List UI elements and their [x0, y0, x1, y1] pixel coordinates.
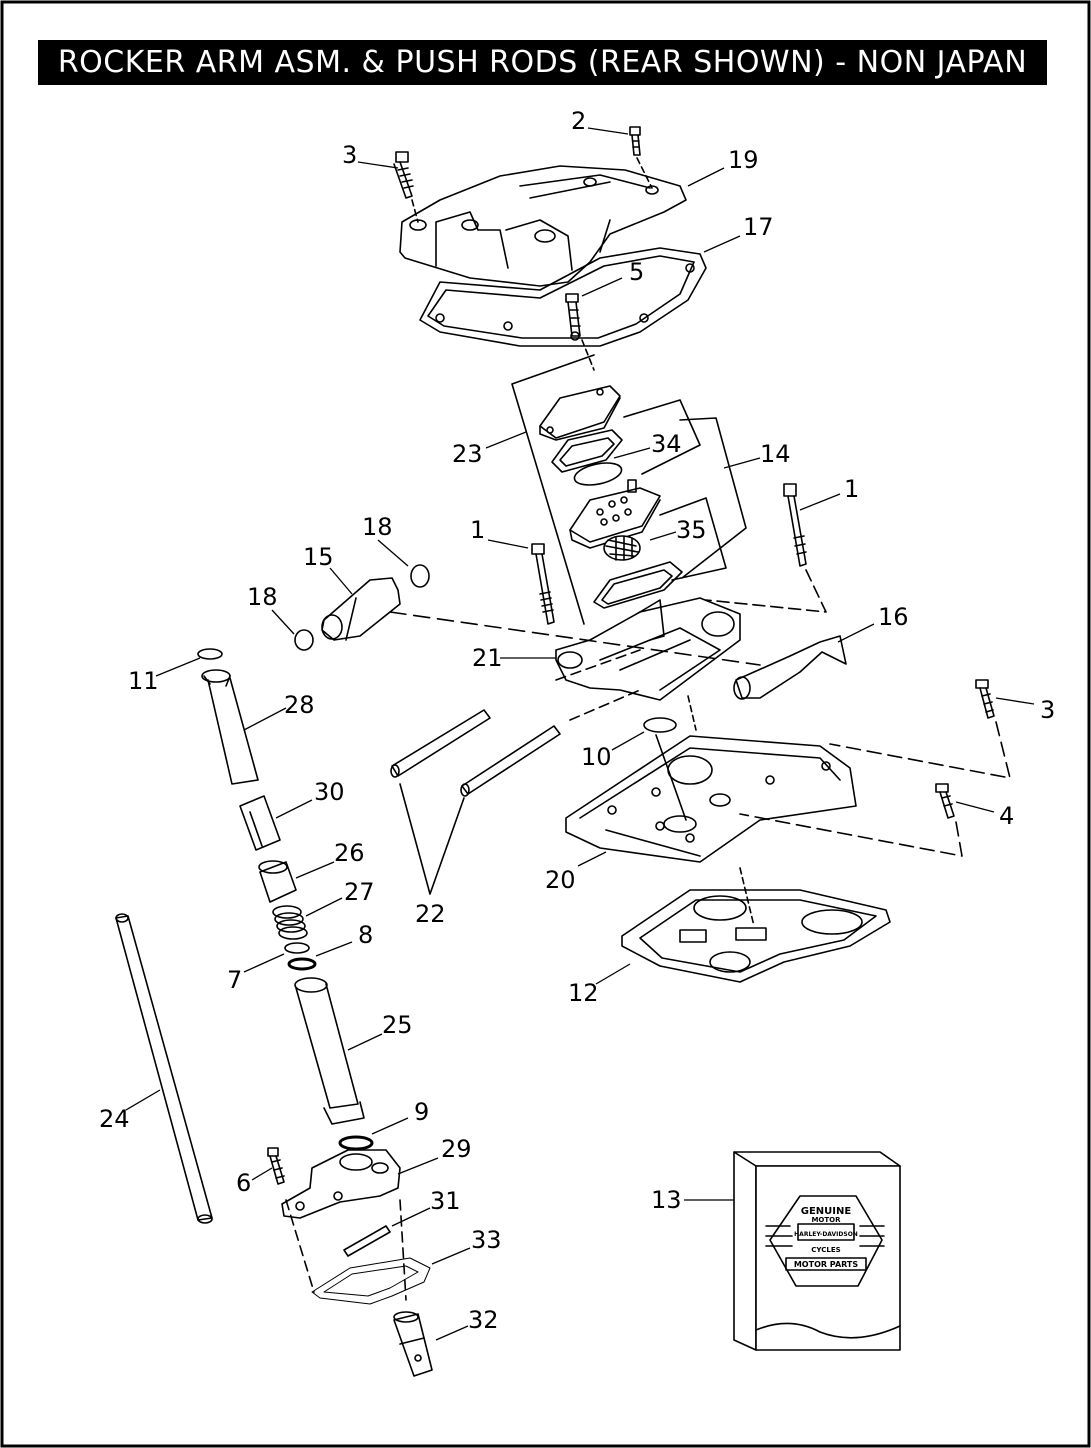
callout-label-27: 27 — [344, 878, 375, 906]
breather-body-part — [569, 479, 661, 549]
push-rod-cover-28-part — [201, 669, 259, 785]
push-rod-cover-25-part — [294, 977, 365, 1125]
breather-gasket-part — [551, 429, 623, 473]
callout-label-3-right: 3 — [1040, 696, 1055, 724]
o-ring-10-part — [643, 717, 677, 733]
callout-label-9: 9 — [414, 1098, 429, 1126]
callout-label-28: 28 — [284, 691, 315, 719]
callout-label-30: 30 — [314, 778, 345, 806]
gasket-33-part — [311, 1257, 431, 1305]
o-ring-34-part — [573, 462, 623, 486]
push-rods-22-part — [390, 709, 561, 797]
callout-label-1-middle: 1 — [470, 516, 485, 544]
callout-label-31: 31 — [430, 1187, 461, 1215]
leader-lines — [125, 127, 1035, 1341]
breather-assembly-bracket — [511, 354, 595, 625]
callout-label-23: 23 — [452, 440, 483, 468]
callout-label-32: 32 — [468, 1306, 499, 1334]
callout-label-35: 35 — [676, 516, 707, 544]
bolt-3-top-part — [393, 151, 414, 199]
screw-6-part — [267, 1147, 285, 1185]
callout-label-33: 33 — [471, 1226, 502, 1254]
rocker-housing-gasket-part — [621, 889, 891, 983]
bolt-5-part — [565, 293, 581, 337]
logo-harley-text: HARLEY-DAVIDSON — [794, 1231, 858, 1238]
callout-label-19: 19 — [728, 146, 759, 174]
callout-label-6: 6 — [236, 1169, 251, 1197]
callout-label-7: 7 — [227, 966, 242, 994]
bolt-1-right-part — [783, 483, 807, 567]
bolt-2-part — [629, 126, 641, 156]
filter-35-part — [603, 535, 641, 561]
callout-label-15: 15 — [303, 543, 334, 571]
bolt-1-middle-part — [531, 543, 555, 625]
lower-breather-gasket-part — [593, 561, 683, 609]
callout-label-29: 29 — [441, 1135, 472, 1163]
logo-cycles-text: CYCLES — [811, 1246, 840, 1254]
callout-label-2: 2 — [571, 107, 586, 135]
callout-label-4: 4 — [999, 802, 1014, 830]
breather-kit-bracket — [623, 399, 747, 581]
bushing-18-left-part — [294, 629, 314, 651]
callout-label-13: 13 — [651, 1186, 682, 1214]
rocker-cover-part — [399, 165, 687, 287]
callout-label-3-top: 3 — [342, 141, 357, 169]
o-ring-9-part — [338, 1135, 374, 1151]
pin-31-part — [343, 1225, 391, 1257]
rocker-support-part — [555, 597, 741, 701]
tappet-32-part — [393, 1311, 433, 1377]
callout-label-25: 25 — [382, 1011, 413, 1039]
bolt-3-right-part — [975, 679, 995, 719]
logo-genuine-text: GENUINE — [801, 1206, 852, 1217]
washer-7-part — [284, 942, 310, 954]
callout-label-14: 14 — [760, 440, 791, 468]
callout-label-16: 16 — [878, 603, 909, 631]
callout-label-8: 8 — [358, 921, 373, 949]
title-bar: ROCKER ARM ASM. & PUSH RODS (REAR SHOWN)… — [38, 40, 1047, 85]
spring-27-part — [272, 905, 308, 940]
callout-label-18-left: 18 — [247, 583, 278, 611]
rocker-arm-16-part — [733, 635, 847, 700]
tappet-cuff-29-part — [281, 1149, 401, 1219]
callout-label-18-top: 18 — [362, 513, 393, 541]
bushing-18-right-part — [410, 564, 430, 588]
gasket-kit-box — [733, 1151, 901, 1351]
breather-cover-part — [539, 385, 621, 441]
push-rod-24-part — [115, 913, 213, 1224]
cover-gasket-part — [419, 247, 707, 347]
callout-label-20: 20 — [545, 866, 576, 894]
callout-label-12: 12 — [568, 979, 599, 1007]
callout-label-21: 21 — [472, 644, 503, 672]
logo-motor-text: MOTOR — [811, 1216, 841, 1224]
callout-label-5: 5 — [629, 258, 644, 286]
callout-22-leaders — [399, 783, 465, 895]
callout-label-26: 26 — [334, 839, 365, 867]
cover-30-part — [239, 795, 281, 851]
o-ring-8-part — [287, 957, 317, 971]
bolt-4-part — [935, 783, 955, 819]
o-ring-11-part — [197, 648, 223, 660]
page-title: ROCKER ARM ASM. & PUSH RODS (REAR SHOWN)… — [57, 45, 1028, 80]
callout-label-1-right: 1 — [844, 475, 859, 503]
callout-label-17: 17 — [743, 213, 774, 241]
callout-label-34: 34 — [651, 430, 682, 458]
rocker-arm-15-part — [321, 577, 401, 641]
rocker-housing-part — [565, 735, 857, 863]
callout-label-10: 10 — [581, 743, 612, 771]
callout-label-11: 11 — [128, 667, 159, 695]
cup-26-part — [258, 860, 297, 903]
callout-label-24: 24 — [99, 1105, 130, 1133]
callout-label-22: 22 — [415, 900, 446, 928]
logo-motor-parts-text: MOTOR PARTS — [794, 1260, 859, 1269]
